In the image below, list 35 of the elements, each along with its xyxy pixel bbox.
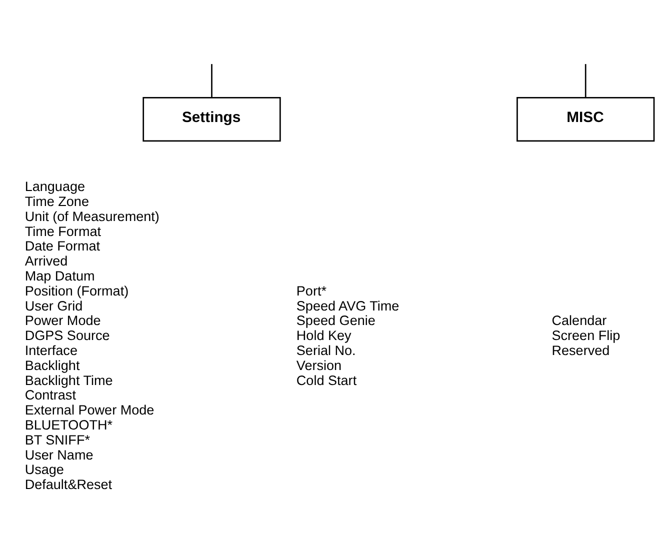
node-label: Serial No. — [296, 342, 356, 358]
node-label: Cold Start — [296, 372, 357, 388]
connector — [584, 64, 586, 97]
node-label: DGPS Source — [24, 328, 110, 343]
node-label: Interface — [24, 342, 78, 358]
node-label: External Power Mode — [24, 402, 154, 418]
node-label: Backlight — [24, 357, 80, 372]
node-box: MISC — [516, 96, 655, 142]
node-label: Hold Key — [296, 328, 352, 343]
node-label: Time Format — [24, 223, 102, 238]
node-label: User Grid — [24, 298, 83, 313]
node-label: Time Zone — [24, 194, 89, 208]
node-label: Arrived — [24, 253, 68, 268]
node-label: Date Format — [24, 238, 100, 254]
node-label: Version — [296, 357, 342, 372]
node-label: Map Datum — [24, 268, 95, 283]
node-label: Reserved — [552, 342, 610, 358]
node-label: Port* — [296, 282, 327, 298]
connector — [211, 64, 212, 97]
node-label: Language — [24, 178, 86, 194]
node-label: Calendar — [552, 312, 607, 328]
node-label: Position (Format) — [24, 282, 129, 298]
node-label: BT SNIFF* — [24, 432, 90, 447]
node-label: BLUETOOTH* — [24, 417, 113, 432]
node-box: Settings — [142, 96, 281, 142]
node-label: Screen Flip — [552, 328, 620, 343]
node-label: Speed Genie — [296, 312, 376, 328]
node-label: Power Mode — [24, 312, 101, 328]
node-label: User Name — [24, 446, 94, 462]
node-label: Default&Reset — [24, 476, 112, 492]
node-label: Speed AVG Time — [296, 298, 400, 313]
node-label: Usage — [24, 462, 64, 477]
node-label: Unit (of Measurement) — [24, 208, 160, 224]
node-label: Backlight Time — [24, 372, 113, 388]
node-label: Contrast — [24, 387, 76, 402]
